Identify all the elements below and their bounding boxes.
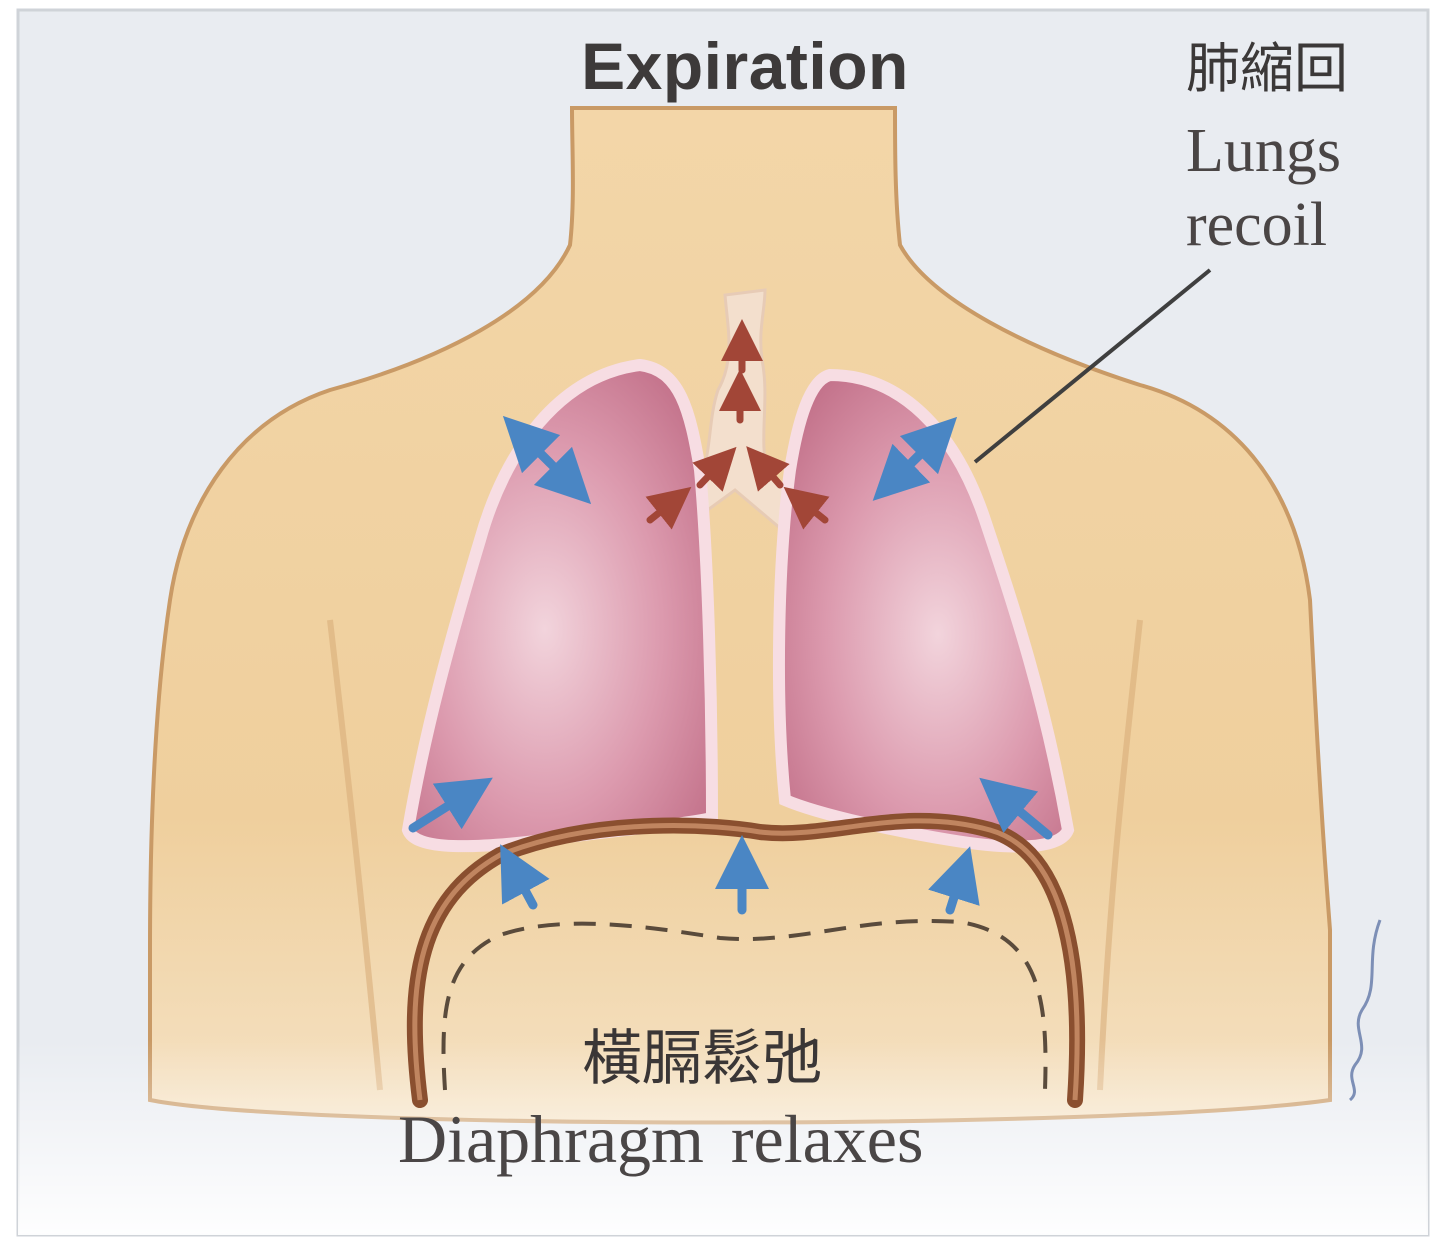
lungs-recoil-chinese-label: 肺縮回 — [1186, 24, 1348, 103]
lungs-recoil-label: Lungs recoil — [1186, 114, 1341, 262]
diaphragm-relaxes-chinese-label: 橫膈鬆弛 — [582, 1010, 822, 1097]
lungs-recoil-label-line2: recoil — [1186, 188, 1341, 262]
lungs-recoil-label-line1: Lungs — [1186, 114, 1341, 188]
diaphragm-relaxes-label: Diaphragm relaxes — [398, 1100, 923, 1179]
